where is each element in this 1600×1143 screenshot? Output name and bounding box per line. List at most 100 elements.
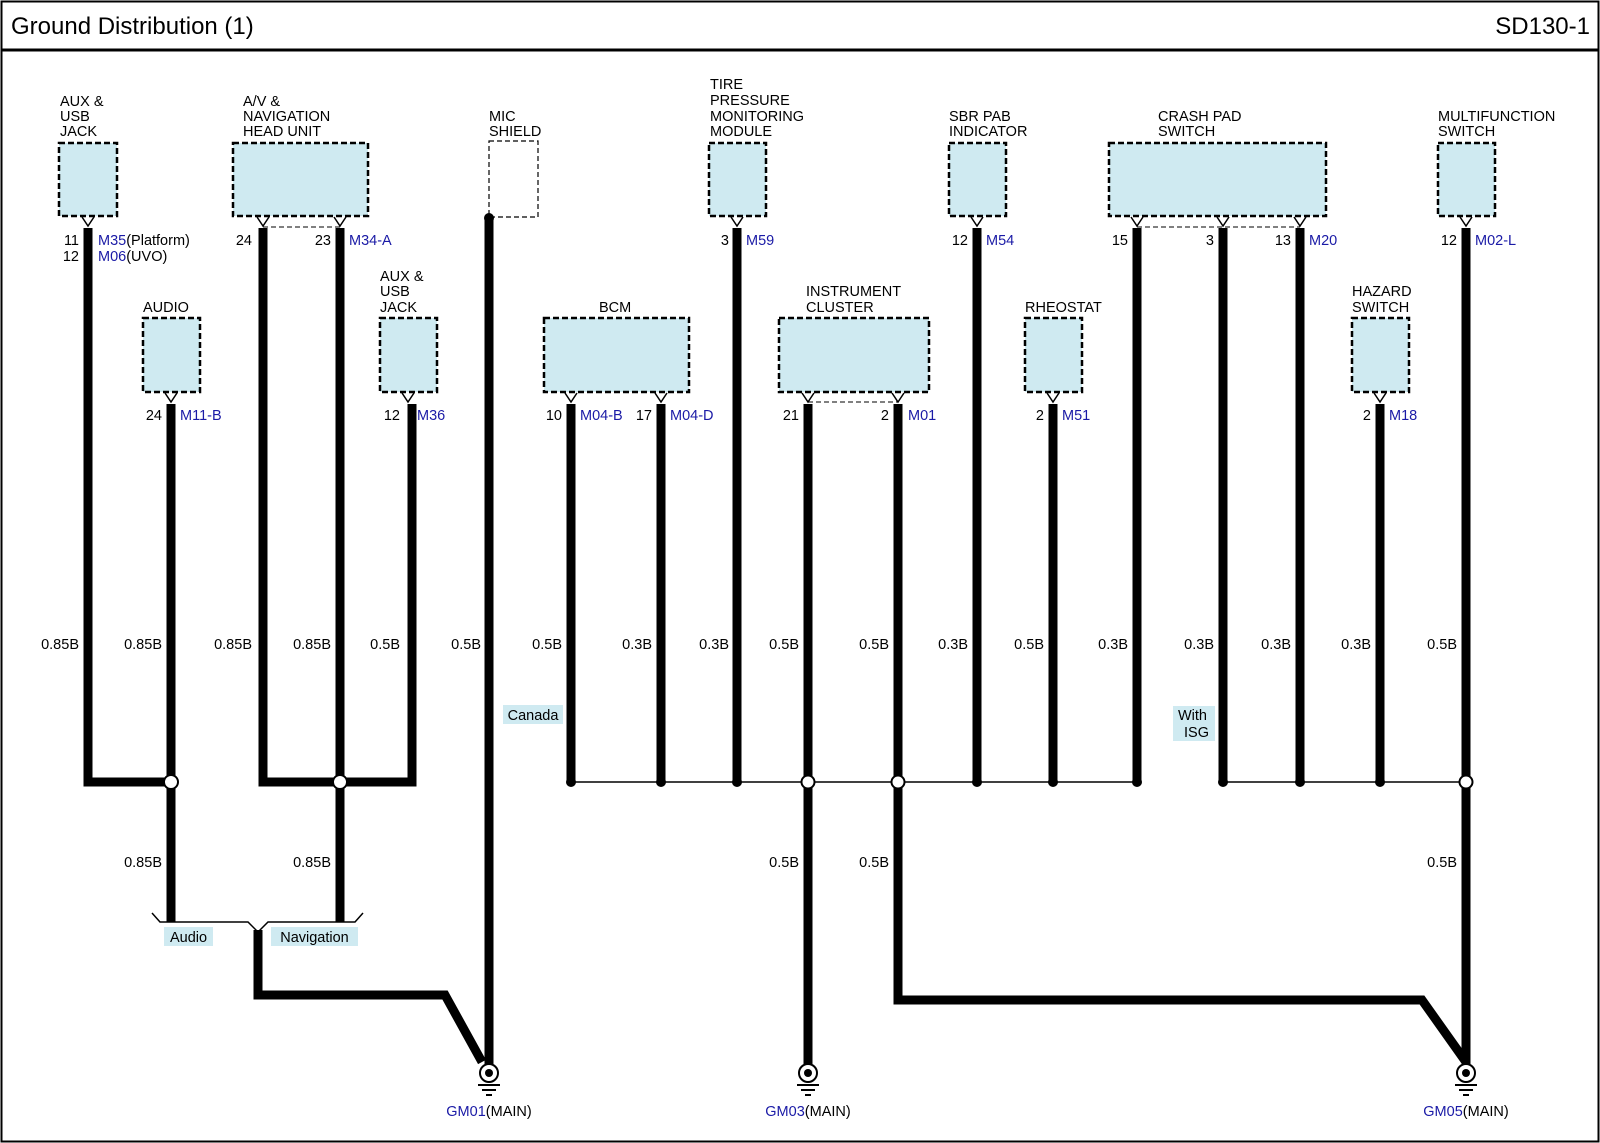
connector-code: M02-L — [1475, 233, 1516, 249]
connector-code: M01 — [908, 408, 936, 424]
component-label: AUDIO — [143, 300, 189, 316]
wire-spec: 0.3B — [938, 637, 968, 653]
component-aux-usb-jack-1: AUX & USB JACK — [57, 94, 119, 218]
ground-label-gm05: GM05(MAIN) — [1423, 1104, 1508, 1120]
component-audio: AUDIO — [141, 300, 202, 394]
wires — [83, 218, 1471, 1070]
connector-m01: 21 2 M01 — [783, 408, 936, 424]
connector-m51: 2 M51 — [1036, 408, 1090, 424]
wire-spec: 0.85B — [293, 855, 331, 871]
connector-code: M51 — [1062, 408, 1090, 424]
component-label: MULTIFUNCTION SWITCH — [1438, 109, 1559, 140]
wire-spec: 0.3B — [1098, 637, 1128, 653]
page-id: SD130-1 — [1495, 13, 1590, 40]
component-label: RHEOSTAT — [1025, 300, 1102, 316]
wire-spec: 0.3B — [1261, 637, 1291, 653]
component-label: HAZARD SWITCH — [1352, 284, 1416, 316]
svg-text:GM03(MAIN): GM03(MAIN) — [765, 1104, 850, 1120]
wire-spec: 0.3B — [699, 637, 729, 653]
pin-number: 12 — [384, 408, 400, 424]
svg-text:M06(UVO): M06(UVO) — [98, 249, 167, 265]
svg-text:With ISG: With ISG — [1178, 708, 1211, 741]
pin-number: 2 — [881, 408, 889, 424]
component-label: BCM — [599, 300, 631, 316]
component-label: INSTRUMENT CLUSTER — [806, 284, 905, 316]
wire-spec: 0.5B — [532, 637, 562, 653]
pin-number: 24 — [146, 408, 162, 424]
svg-text:Audio: Audio — [170, 930, 207, 946]
svg-text:Canada: Canada — [508, 708, 560, 724]
wire-spec: 0.3B — [1341, 637, 1371, 653]
pin-number: 2 — [1363, 408, 1371, 424]
pin-number: 17 — [636, 408, 652, 424]
connector-code: M04-D — [670, 408, 714, 424]
wire-spec: 0.5B — [859, 637, 889, 653]
wire-spec: 0.85B — [124, 637, 162, 653]
connector-m54: 12 M54 — [952, 233, 1014, 249]
connector-code: M20 — [1309, 233, 1337, 249]
connector-code: M18 — [1389, 408, 1417, 424]
wire-spec: 0.5B — [769, 855, 799, 871]
ground-label-gm01: GM01(MAIN) — [446, 1104, 531, 1120]
wire-spec: 0.5B — [370, 637, 400, 653]
component-rheostat: RHEOSTAT — [1023, 300, 1102, 394]
wire-spec: 0.5B — [859, 855, 889, 871]
component-label: SBR PAB INDICATOR — [949, 109, 1027, 140]
connector-m18: 2 M18 — [1363, 408, 1417, 424]
connector-m04-b: 10 M04-B — [546, 408, 623, 424]
option-label-audio: Audio — [164, 927, 213, 946]
component-label: AUX & USB JACK — [380, 269, 428, 316]
connector-code: M11-B — [180, 408, 222, 424]
pin-chevrons — [81, 216, 1473, 404]
svg-text:GM05(MAIN): GM05(MAIN) — [1423, 1104, 1508, 1120]
connector-note: (UVO) — [126, 249, 167, 265]
connector-m35: 11 M35(Platform) — [64, 233, 190, 249]
pin-number: 3 — [721, 233, 729, 249]
wire-spec: 0.5B — [1427, 855, 1457, 871]
component-aux-usb-jack-2: AUX & USB JACK — [378, 269, 439, 394]
wire-spec: 0.85B — [41, 637, 79, 653]
ground-symbol-gm01 — [478, 1063, 500, 1096]
svg-text:Navigation: Navigation — [280, 930, 349, 946]
wire-spec-labels: 0.85B 0.85B 0.85B 0.85B 0.5B 0.5B 0.5B 0… — [41, 637, 1457, 871]
wire-spec: 0.85B — [293, 637, 331, 653]
pin-number: 23 — [315, 233, 331, 249]
connector-code: M06 — [98, 249, 126, 265]
wire-spec: 0.5B — [1427, 637, 1457, 653]
component-bcm: BCM — [542, 300, 691, 394]
ground-symbol-gm05 — [1455, 1063, 1477, 1096]
connector-code: M54 — [986, 233, 1014, 249]
component-label: AUX & USB JACK — [60, 94, 108, 140]
component-tire-pressure-monitoring-module: TIRE PRESSURE MONITORING MODULE — [707, 77, 804, 218]
component-hazard-switch: HAZARD SWITCH — [1350, 284, 1416, 394]
pin-number: 12 — [1441, 233, 1457, 249]
pin-number: 13 — [1275, 233, 1291, 249]
ground-label-gm03: GM03(MAIN) — [765, 1104, 850, 1120]
wire-spec: 0.85B — [214, 637, 252, 653]
pin-number: 12 — [952, 233, 968, 249]
connector-m59: 3 M59 — [721, 233, 774, 249]
component-label: A/V & NAVIGATION HEAD UNIT — [243, 94, 334, 140]
pin-number: 3 — [1206, 233, 1214, 249]
wire-spec: 0.3B — [1184, 637, 1214, 653]
component-av-navigation-head-unit: A/V & NAVIGATION HEAD UNIT — [231, 94, 370, 218]
component-label: CRASH PAD SWITCH — [1158, 109, 1246, 140]
wire-spec: 0.5B — [769, 637, 799, 653]
connector-m04-d: 17 M04-D — [636, 408, 714, 424]
pin-number: 12 — [63, 249, 79, 265]
svg-text:GM01(MAIN): GM01(MAIN) — [446, 1104, 531, 1120]
wire-spec: 0.3B — [622, 637, 652, 653]
option-label-with-isg: With ISG — [1173, 706, 1215, 741]
pin-number: 2 — [1036, 408, 1044, 424]
option-label-canada: Canada — [503, 705, 563, 724]
junction-dots — [163, 213, 1474, 790]
component-mic-shield: MIC SHIELD — [488, 109, 541, 218]
wire-spec: 0.85B — [124, 855, 162, 871]
component-multifunction-switch: MULTIFUNCTION SWITCH — [1436, 109, 1559, 218]
component-sbr-pab-indicator: SBR PAB INDICATOR — [947, 109, 1027, 218]
component-crash-pad-switch: CRASH PAD SWITCH — [1107, 109, 1328, 218]
connector-code: M59 — [746, 233, 774, 249]
connector-code: M34-A — [349, 233, 392, 249]
connector-m02-l: 12 M02-L — [1441, 233, 1516, 249]
